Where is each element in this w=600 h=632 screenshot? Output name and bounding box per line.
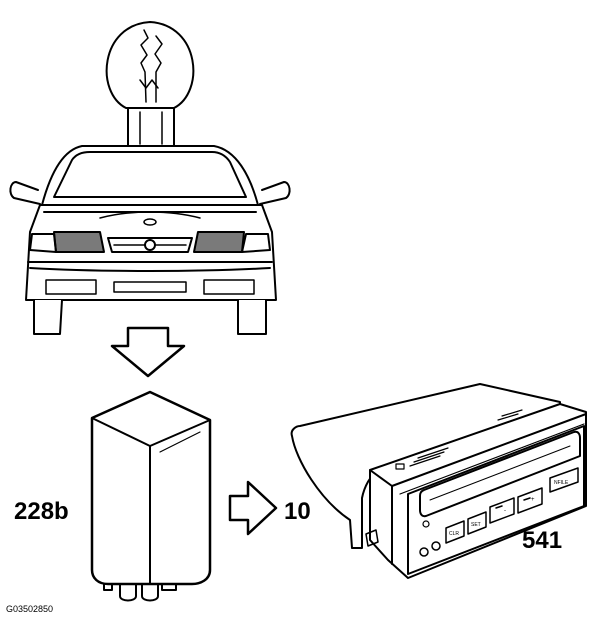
- right-arrow-icon: [228, 480, 278, 536]
- connector-number-label: 10: [284, 498, 311, 525]
- display-button-set[interactable]: [467, 511, 487, 535]
- relay-illustration: [90, 390, 212, 602]
- display-button-clear-label: CLR: [449, 531, 459, 537]
- display-number-label: 541: [522, 527, 563, 554]
- display-button-minus[interactable]: [489, 497, 515, 524]
- display-button-right[interactable]: [549, 467, 579, 493]
- relay-number-label: 228b: [14, 498, 69, 525]
- display-button-minus-label: -: [504, 508, 506, 514]
- display-button-right-label: NFILE: [554, 480, 569, 486]
- display-button-plus[interactable]: [517, 487, 543, 514]
- display-button-plus-label: +: [531, 497, 535, 503]
- display-button-set-label: SET: [471, 522, 481, 528]
- display-unit-illustration: CLR SET - + NFILE: [290, 383, 587, 579]
- display-button-clear[interactable]: [445, 520, 465, 544]
- down-arrow-icon: [110, 326, 186, 378]
- bulb-icon: [105, 21, 195, 158]
- car-front-illustration: [9, 145, 291, 335]
- figure-code-label: G03502850: [6, 604, 54, 614]
